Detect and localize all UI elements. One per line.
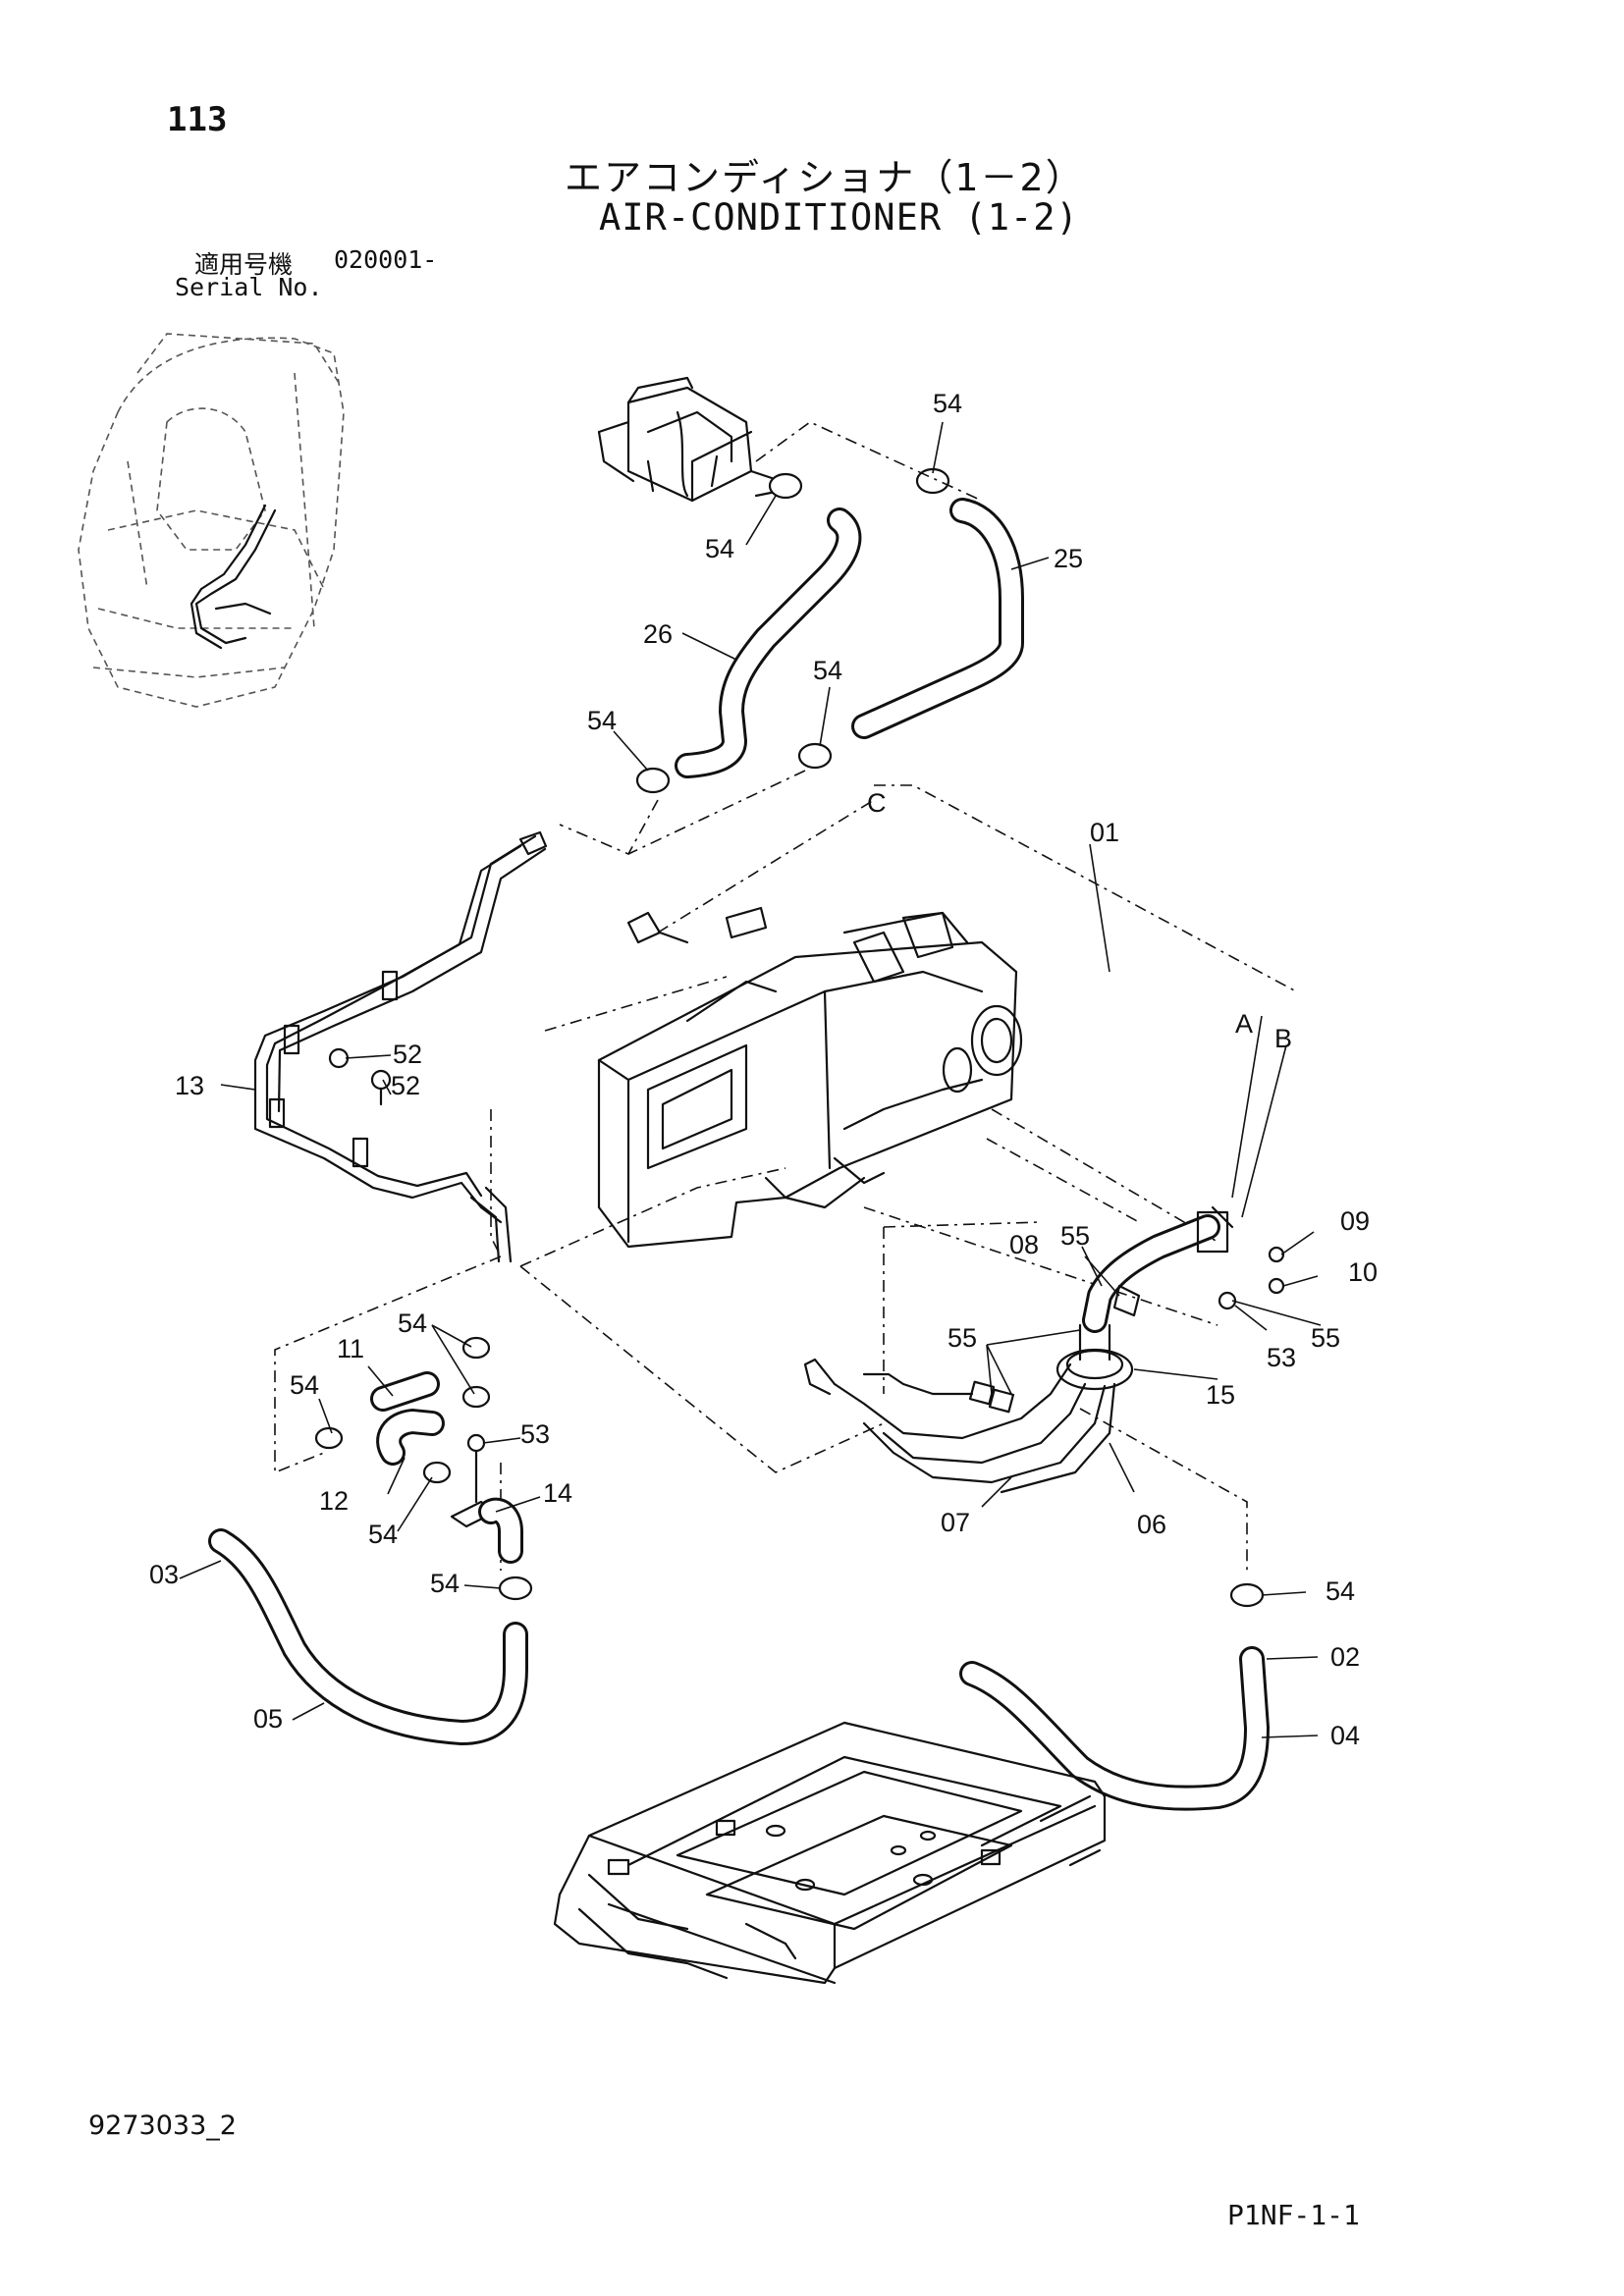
- hose-11: [370, 1371, 440, 1412]
- serial-label-japanese: 適用号機: [194, 250, 294, 279]
- callout-11: 11: [337, 1334, 364, 1363]
- callout-08: 08: [1009, 1230, 1039, 1259]
- callout-54: 54: [398, 1308, 427, 1338]
- callout-54: 54: [933, 389, 962, 418]
- callout-07: 07: [941, 1508, 970, 1537]
- serial-label-english: Serial No.: [175, 273, 323, 301]
- callout-05: 05: [253, 1704, 283, 1734]
- callout-54: 54: [368, 1520, 398, 1549]
- leader-lines: [179, 421, 1322, 1738]
- callout-54: 54: [587, 706, 617, 735]
- callout-53: 53: [520, 1419, 550, 1449]
- callout-10: 10: [1348, 1257, 1378, 1287]
- title-english: AIR-CONDITIONER (1-2): [599, 196, 1079, 239]
- callout-54: 54: [705, 534, 734, 563]
- serial-value: 020001-: [334, 245, 438, 274]
- callout-03: 03: [149, 1560, 179, 1589]
- hose-26: [675, 507, 862, 778]
- hose-25: [851, 498, 1024, 739]
- callout-55: 55: [1060, 1221, 1090, 1251]
- hose-05: [208, 1528, 528, 1745]
- sheet-code: P1NF-1-1: [1227, 2199, 1360, 2231]
- callout-labels: 54 54 25 26 54 54 C 01 A B 52 52 13 09 5…: [149, 389, 1378, 1750]
- callout-12: 12: [319, 1486, 349, 1516]
- callout-54: 54: [290, 1370, 319, 1400]
- callout-52: 52: [393, 1040, 422, 1069]
- callout-54: 54: [1326, 1576, 1355, 1606]
- drawing-number: 9273033_2: [88, 2110, 237, 2141]
- callout-09: 09: [1340, 1206, 1370, 1236]
- pipe-assembly-06-07: [803, 1205, 1285, 1494]
- callout-06: 06: [1137, 1510, 1166, 1539]
- hose-clamp: [314, 1336, 1265, 1608]
- callout-13: 13: [175, 1071, 204, 1100]
- callout-02: 02: [1330, 1642, 1360, 1672]
- air-conditioner-unit: [597, 906, 1023, 1249]
- callout-54: 54: [430, 1569, 460, 1598]
- ref-c: C: [867, 788, 887, 818]
- callout-01: 01: [1090, 818, 1119, 847]
- hose-clamp: [635, 467, 950, 794]
- callout-26: 26: [643, 619, 673, 649]
- bracket-14: [450, 1433, 523, 1564]
- callout-55: 55: [947, 1323, 977, 1353]
- callout-25: 25: [1054, 544, 1083, 573]
- pipe-13: [253, 830, 548, 1263]
- callout-54: 54: [813, 656, 842, 685]
- title-japanese: エアコンディショナ（1－2）: [565, 156, 1085, 199]
- callout-52: 52: [391, 1071, 420, 1100]
- callout-55: 55: [1311, 1323, 1340, 1353]
- ref-a: A: [1235, 1009, 1253, 1039]
- floor-plate: [553, 1721, 1107, 1985]
- hose-12: [376, 1409, 445, 1466]
- callout-15: 15: [1206, 1380, 1235, 1410]
- callout-53: 53: [1267, 1343, 1296, 1372]
- page-number: 113: [167, 100, 228, 139]
- location-thumbnail: [78, 333, 345, 708]
- callout-04: 04: [1330, 1721, 1360, 1750]
- callout-14: 14: [543, 1478, 572, 1508]
- ref-b: B: [1274, 1024, 1292, 1053]
- blower-unit: [597, 376, 783, 503]
- hose-04: [959, 1646, 1270, 1811]
